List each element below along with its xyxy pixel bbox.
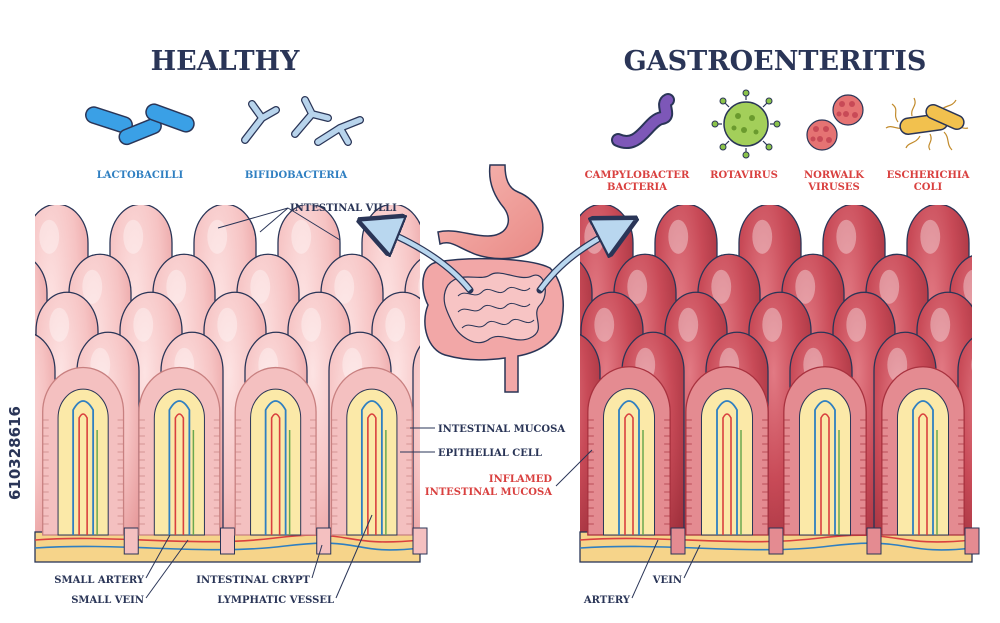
villus-highlight: [795, 269, 816, 304]
vein-label: VEIN: [652, 575, 682, 586]
villus: [412, 345, 420, 561]
intestinal-villi-label: INTESTINAL VILLI: [290, 203, 397, 214]
intestinal-mucosa-label: INTESTINAL MUCOSA: [438, 424, 565, 435]
crypt-leader: [311, 544, 323, 579]
lymphatic-vessel-label: LYMPHATIC VESSEL: [217, 595, 334, 606]
villus-cross-section: [42, 366, 125, 536]
villus-cross-section: [783, 366, 867, 536]
intestinal-crypt: [412, 527, 428, 555]
villi-leaders: [217, 207, 341, 241]
villus-highlight: [930, 307, 951, 342]
intestinal-crypt: [123, 527, 139, 555]
lactobacilli-label: LACTOBACILLI: [97, 170, 184, 181]
villus-highlight: [418, 277, 420, 297]
digestive-tract-icon: [422, 164, 564, 393]
villus-highlight: [711, 269, 732, 304]
norwalk-label-line1: NORWALK: [804, 170, 864, 181]
villus-highlight: [846, 307, 867, 342]
villus-cross-section: [138, 366, 221, 536]
villus-cross-section: [685, 366, 769, 536]
villus-highlight: [6, 348, 26, 382]
rod-bacteria-icon: [85, 103, 195, 146]
escherichia-label-line1: ESCHERICHIA: [887, 170, 970, 181]
intestinal-crypt: [670, 527, 686, 555]
villus-highlight: [762, 307, 783, 342]
villus-highlight: [123, 219, 144, 254]
small-artery-label: SMALL ARTERY: [54, 575, 145, 586]
villus-highlight: [334, 269, 355, 304]
vessel-network: [579, 534, 973, 551]
inflamed-mucosa-illustration: [551, 204, 1000, 563]
villus: [0, 204, 4, 560]
villus-highlight: [250, 269, 271, 304]
villus-highlight: [49, 307, 70, 342]
villus-highlight: [920, 219, 941, 254]
intestinal-crypt-label: INTESTINAL CRYPT: [196, 575, 310, 586]
villus-highlight: [668, 219, 689, 254]
villus-highlight: [82, 269, 103, 304]
pathogen-labels: CAMPYLOBACTER BACTERIA ROTAVIRUS NORWALK…: [585, 170, 970, 193]
rotavirus-label: ROTAVIRUS: [710, 170, 778, 181]
villus-highlight: [752, 219, 773, 254]
campylobacter-label-line1: CAMPYLOBACTER: [585, 170, 690, 181]
villus-highlight: [207, 219, 228, 254]
stock-id-watermark: 610328616: [6, 406, 24, 500]
arrow-to-inflamed: [538, 228, 618, 292]
virus-cluster-icon: [806, 94, 864, 151]
villus-highlight: [217, 307, 238, 342]
inflamed-label-line1: INFLAMED: [489, 474, 552, 485]
villus-highlight: [551, 348, 571, 382]
villus-highlight: [166, 269, 187, 304]
villus-highlight: [627, 269, 648, 304]
bifidobacteria-label: BIFIDOBACTERIA: [245, 170, 348, 181]
villus-highlight: [39, 219, 60, 254]
gastroenteritis-title: GASTROENTERITIS: [624, 46, 927, 77]
villus-highlight: [385, 307, 406, 342]
villus-highlight: [678, 307, 699, 342]
vein-leader: [683, 544, 701, 579]
epithelial-cell-label: EPITHELIAL CELL: [438, 448, 542, 459]
villus: [991, 204, 1000, 560]
villus-highlight: [133, 307, 154, 342]
villus-highlight: [301, 307, 322, 342]
small-vein-label: SMALL VEIN: [71, 595, 144, 606]
arrow-to-healthy: [378, 228, 472, 292]
curved-bacteria-icon: [611, 93, 675, 149]
inflamed-label-line2: INTESTINAL MUCOSA: [425, 487, 552, 498]
lymphatic-leader: [335, 514, 373, 599]
intestinal-crypt: [964, 527, 980, 555]
intestinal-crypt: [768, 527, 784, 555]
villus-cross-section: [587, 366, 671, 536]
intestinal-crypt: [220, 527, 235, 555]
villus-cross-section: [234, 366, 317, 536]
villus-highlight: [971, 358, 972, 371]
small-vein-leader: [145, 539, 189, 599]
virus-icon: [711, 89, 781, 159]
branched-bacteria-icon: [241, 96, 364, 146]
flagellated-bacteria-icon: [885, 97, 969, 151]
artery-label: ARTERY: [583, 595, 631, 606]
villus-cross-section: [881, 366, 965, 536]
campylobacter-label-line2: BACTERIA: [607, 182, 667, 193]
stomach-icon: [437, 164, 544, 260]
healthy-title: HEALTHY: [151, 46, 300, 77]
vessel-network: [34, 534, 421, 551]
villus-cross-section: [330, 366, 413, 536]
villus-highlight: [291, 219, 312, 254]
healthy-mucosa-illustration: [0, 204, 428, 563]
norwalk-label-line2: VIRUSES: [807, 182, 860, 193]
inflamed-leader: [555, 449, 593, 487]
villus-highlight: [879, 269, 900, 304]
villus-highlight: [963, 269, 972, 304]
artery-leader: [631, 539, 659, 599]
small-artery-leader: [145, 534, 171, 579]
intestinal-crypt: [866, 527, 882, 555]
villus-highlight: [0, 270, 18, 304]
escherichia-label-line2: COLI: [914, 182, 943, 193]
villus-highlight: [836, 219, 857, 254]
villus-highlight: [594, 307, 615, 342]
intestinal-crypt: [316, 527, 332, 555]
